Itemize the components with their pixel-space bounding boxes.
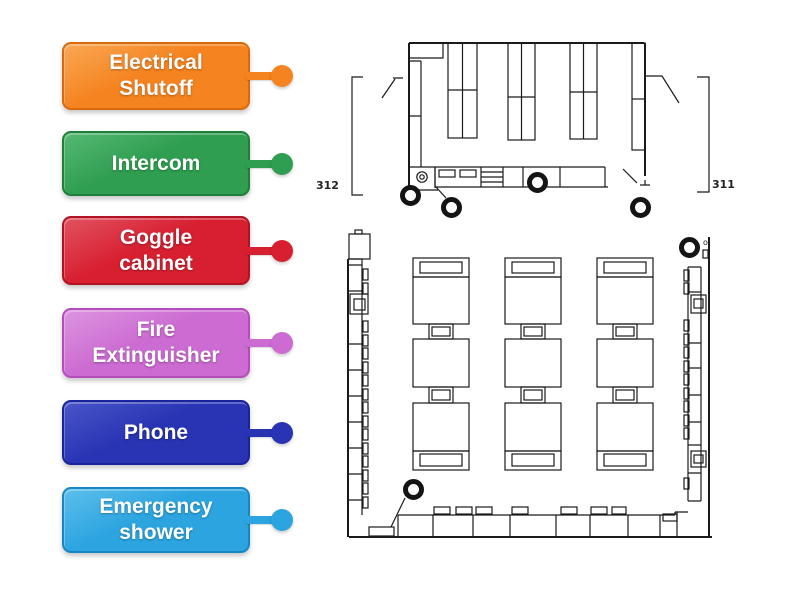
label-text: Electrical Shutoff [109,51,203,100]
lower-room: o [347,229,712,538]
right-wall-cabinets [683,237,710,537]
label-intercom[interactable]: Intercom [62,131,293,196]
island-benches [412,257,654,471]
top-room-benches [447,42,646,151]
small-o-marker: o [703,238,708,247]
label-fire-extinguisher[interactable]: Fire Extinguisher [62,308,293,378]
pin-marker-3[interactable] [526,171,548,193]
door-swing-right [645,75,680,104]
door-swing-bottom-right [622,168,650,186]
label-connector-dot [271,65,293,87]
label-connector-stem [245,428,275,437]
pin-marker-1[interactable] [399,184,421,206]
room-number-312: 312 [316,179,339,192]
door-swing-left [381,77,403,99]
label-connector-dot [271,421,293,444]
label-connector-dot [271,332,293,354]
label-connector-dot [271,239,293,262]
dimension-bracket-right: 311 [697,76,735,193]
label-connector-dot [271,509,293,531]
eyewash-symbol [416,171,428,183]
label-connector-stem [245,339,275,347]
room-number-311: 311 [712,178,735,191]
label-connector-stem [245,246,275,255]
label-electrical-shutoff[interactable]: Electrical Shutoff [62,42,293,110]
top-room-counter [434,166,608,188]
label-connector-stem [245,72,275,80]
label-text: Fire Extinguisher [92,318,220,367]
label-phone[interactable]: Phone [62,400,293,465]
pin-marker-4[interactable] [629,196,651,218]
label-text: Phone [123,420,189,444]
left-wall-cabinets [347,258,369,537]
label-connector-dot [271,152,293,175]
label-text: Intercom [111,151,201,175]
label-goggle-cabinet[interactable]: Goggle cabinet [62,216,293,285]
pin-marker-6[interactable] [402,478,424,500]
label-text: Emergency shower [99,495,213,544]
label-connector-stem [245,159,275,168]
pin-marker-5[interactable] [678,236,700,258]
pin-marker-2[interactable] [440,196,462,218]
label-emergency-shower[interactable]: Emergency shower [62,487,293,553]
label-connector-stem [245,516,275,524]
top-room [381,42,680,199]
label-text: Goggle cabinet [119,225,193,275]
dimension-bracket-left: 312 [316,76,363,196]
bottom-wall-cabinets [349,506,712,538]
